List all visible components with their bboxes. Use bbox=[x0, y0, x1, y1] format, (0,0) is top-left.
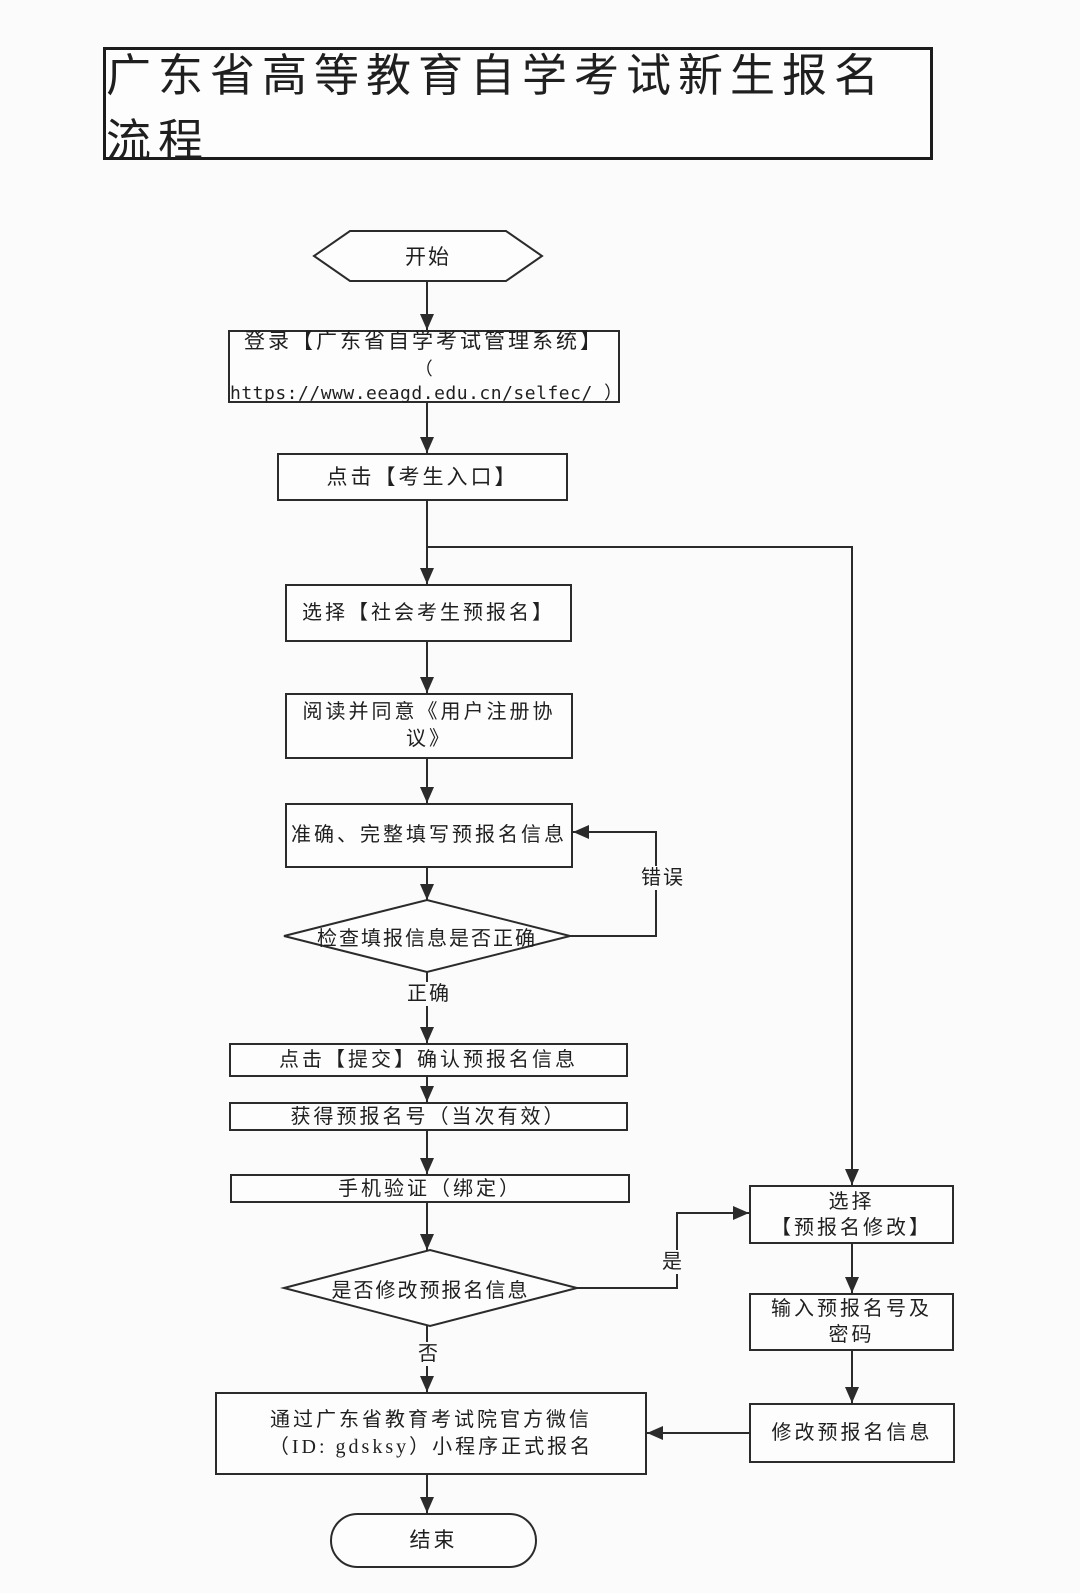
reg-number-node: 获得预报名号（当次有效） bbox=[229, 1102, 628, 1131]
input-number-line2: 密码 bbox=[828, 1324, 875, 1346]
fill-info-node: 准确、完整填写预报名信息 bbox=[285, 803, 573, 868]
login-line1: 登录【广东省自学考试管理系统】 bbox=[244, 328, 604, 353]
wechat-line2: （ID: gdsksy）小程序正式报名 bbox=[268, 1435, 594, 1458]
phone-verify-node: 手机验证（绑定） bbox=[230, 1174, 630, 1203]
submit-node: 点击【提交】确认预报名信息 bbox=[229, 1043, 628, 1077]
yes-edge-label: 是 bbox=[658, 1250, 688, 1274]
choose-prereg-node: 选择【社会考生预报名】 bbox=[285, 584, 572, 642]
phone-verify-label: 手机验证（绑定） bbox=[338, 1177, 522, 1200]
modify-question-label: 是否修改预报名信息 bbox=[331, 1279, 530, 1302]
end-label: 结束 bbox=[409, 1528, 458, 1553]
input-number-node: 输入预报名号及 密码 bbox=[749, 1293, 954, 1351]
agree-label: 阅读并同意《用户注册协议》 bbox=[302, 701, 556, 750]
modify-info-label: 修改预报名信息 bbox=[771, 1421, 933, 1444]
select-modify-line1: 选择 bbox=[828, 1190, 875, 1213]
end-node: 结束 bbox=[330, 1513, 537, 1568]
check-info-label: 检查填报信息是否正确 bbox=[317, 927, 537, 950]
correct-edge-label: 正确 bbox=[396, 982, 462, 1006]
no-edge-label: 否 bbox=[414, 1342, 444, 1366]
check-info-diamond bbox=[283, 898, 571, 974]
select-modify-line2: 【预报名修改】 bbox=[771, 1216, 932, 1239]
reg-number-label: 获得预报名号（当次有效） bbox=[290, 1105, 567, 1128]
wechat-line1: 通过广东省教育考试院官方微信 bbox=[270, 1408, 592, 1431]
entrance-node: 点击【考生入口】 bbox=[277, 453, 568, 501]
modify-info-node: 修改预报名信息 bbox=[749, 1403, 955, 1463]
select-modify-node: 选择 【预报名修改】 bbox=[749, 1185, 954, 1244]
submit-label: 点击【提交】确认预报名信息 bbox=[279, 1049, 578, 1071]
edge-branch-to-select-modify bbox=[427, 546, 859, 1185]
login-node: 登录【广东省自学考试管理系统】 （ https://www.eeagd.edu.… bbox=[228, 328, 622, 404]
agree-node: 阅读并同意《用户注册协议》 bbox=[285, 693, 573, 759]
start-node-label: 开始 bbox=[405, 245, 451, 269]
modify-question-diamond bbox=[280, 1248, 581, 1328]
page-title: 广东省高等教育自学考试新生报名流程 bbox=[103, 47, 933, 166]
error-edge-label: 错误 bbox=[630, 866, 696, 890]
input-number-line1: 输入预报名号及 bbox=[771, 1298, 932, 1320]
choose-prereg-label: 选择【社会考生预报名】 bbox=[302, 601, 555, 624]
login-url: （ https://www.eeagd.edu.cn/selfec/ ） bbox=[230, 358, 623, 405]
start-hexagon bbox=[312, 230, 544, 282]
wechat-register-node: 通过广东省教育考试院官方微信 （ID: gdsksy）小程序正式报名 bbox=[215, 1392, 647, 1475]
fill-info-label: 准确、完整填写预报名信息 bbox=[291, 824, 567, 846]
entrance-label: 点击【考生入口】 bbox=[326, 464, 519, 489]
